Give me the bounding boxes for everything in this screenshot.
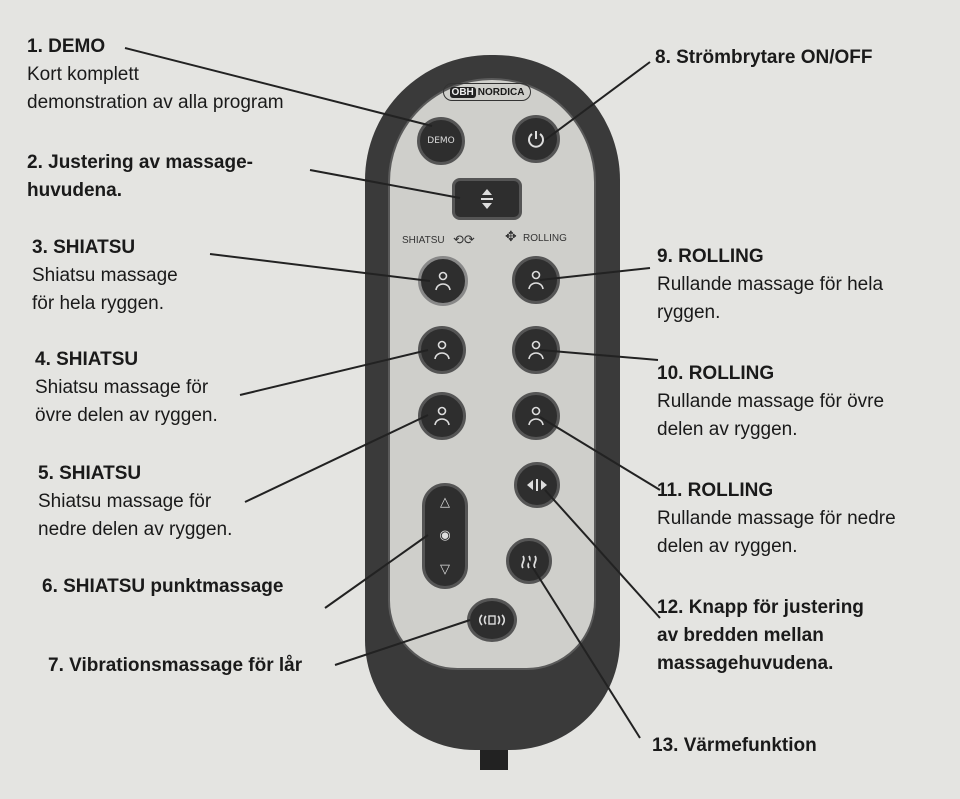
heat-button[interactable] <box>506 538 552 584</box>
rolling-full-back-button[interactable] <box>512 256 560 304</box>
back-figure-icon <box>435 271 451 291</box>
label-line: Rullande massage för nedre <box>657 508 896 529</box>
label-line: nedre delen av ryggen. <box>38 519 233 540</box>
label-8-power: 8. Strömbrytare ON/OFF <box>655 44 873 72</box>
label-5-shiatsu: 5. SHIATSU Shiatsu massage för nedre del… <box>38 460 232 544</box>
rolling-arrows-icon: ✥ <box>505 228 517 244</box>
lower-back-figure-icon <box>528 406 544 426</box>
label-title: 6. SHIATSU punktmassage <box>42 576 284 597</box>
label-10-rolling: 10. ROLLING Rullande massage för övre de… <box>657 360 884 444</box>
power-icon <box>528 131 544 148</box>
power-button[interactable] <box>512 115 560 163</box>
width-adjust-button[interactable] <box>514 462 560 508</box>
adjust-heads-icon <box>481 189 493 209</box>
leader-line-10 <box>539 349 659 361</box>
label-line: delen av ryggen. <box>657 536 798 557</box>
label-title: 10. ROLLING <box>657 363 775 384</box>
upper-back-figure-icon <box>528 340 544 360</box>
label-line: Shiatsu massage för <box>38 491 212 512</box>
label-line: delen av ryggen. <box>657 419 798 440</box>
shiatsu-section-label: SHIATSU <box>402 235 445 246</box>
label-line: Rullande massage för hela <box>657 274 884 295</box>
shiatsu-symbol-icon: ⟲⟳ <box>453 232 475 247</box>
label-title: 3. SHIATSU <box>32 237 136 258</box>
label-title: 7. Vibrationsmassage för lår <box>48 655 303 676</box>
label-1-demo: 1. DEMO Kort komplett demonstration av a… <box>27 33 284 117</box>
label-line: ryggen. <box>657 302 721 323</box>
label-line: huvudena. <box>27 180 123 201</box>
back-figure-icon <box>528 270 544 290</box>
label-7-vibration: 7. Vibrationsmassage för lår <box>48 652 302 680</box>
leader-line-4 <box>239 349 429 396</box>
label-line: Kort komplett <box>27 64 139 85</box>
vibration-icon <box>478 614 506 626</box>
brand-left-text: OBH <box>449 86 476 98</box>
point-massage-control[interactable]: △ ◉ ▽ <box>422 483 468 589</box>
label-line: Rullande massage för övre <box>657 391 885 412</box>
label-4-shiatsu: 4. SHIATSU Shiatsu massage för övre dele… <box>35 346 218 430</box>
center-dot-icon[interactable]: ◉ <box>439 528 451 544</box>
leader-line-1 <box>124 47 433 127</box>
label-line: av bredden mellan <box>657 625 824 646</box>
leader-line-8 <box>544 61 651 141</box>
leader-line-5 <box>244 414 429 503</box>
label-title: 5. SHIATSU <box>38 463 142 484</box>
leader-line-2 <box>309 169 461 199</box>
leader-line-6 <box>324 534 429 609</box>
rolling-upper-back-button[interactable] <box>512 326 560 374</box>
label-title: 12. Knapp för justering <box>657 597 864 618</box>
adjust-heads-button[interactable] <box>452 178 522 220</box>
label-6-point: 6. SHIATSU punktmassage <box>42 573 283 601</box>
label-title: 1. DEMO <box>27 36 106 57</box>
label-title: 13. Värmefunktion <box>652 735 817 756</box>
leader-line-7 <box>334 619 471 666</box>
lower-back-figure-icon <box>434 406 450 426</box>
label-line: övre delen av ryggen. <box>35 405 218 426</box>
remote-cord <box>480 750 508 770</box>
width-arrows-icon <box>527 479 547 491</box>
leader-line-13 <box>527 559 641 739</box>
rolling-section-label: ROLLING <box>523 233 567 244</box>
label-3-shiatsu: 3. SHIATSU Shiatsu massage för hela rygg… <box>32 234 178 318</box>
leader-line-11 <box>539 416 661 491</box>
label-title: 2. Justering av massage- <box>27 152 253 173</box>
label-title: 9. ROLLING <box>657 246 764 267</box>
rolling-lower-back-button[interactable] <box>512 392 560 440</box>
leader-line-9 <box>539 267 651 281</box>
leader-line-3 <box>209 253 431 282</box>
upper-back-figure-icon <box>434 340 450 360</box>
demo-button-label: DEMO <box>427 136 455 146</box>
label-title: 8. Strömbrytare ON/OFF <box>655 47 873 68</box>
label-title: 11. ROLLING <box>657 480 774 501</box>
label-11-rolling: 11. ROLLING Rullande massage för nedre d… <box>657 477 896 561</box>
label-line: demonstration av alla program <box>27 92 284 113</box>
label-line: Shiatsu massage <box>32 265 178 286</box>
leader-line-12 <box>544 489 661 619</box>
label-title: 4. SHIATSU <box>35 349 139 370</box>
label-line: massagehuvudena. <box>657 653 834 674</box>
label-line: Shiatsu massage för <box>35 377 209 398</box>
label-line: för hela ryggen. <box>32 293 165 314</box>
up-arrow-icon[interactable]: △ <box>440 495 450 511</box>
label-9-rolling: 9. ROLLING Rullande massage för hela ryg… <box>657 243 883 327</box>
label-12-width: 12. Knapp för justering av bredden mella… <box>657 594 864 678</box>
label-13-heat: 13. Värmefunktion <box>652 732 817 760</box>
label-2-adjust: 2. Justering av massage- huvudena. <box>27 149 253 205</box>
brand-right-text: NORDICA <box>477 86 525 98</box>
down-arrow-icon[interactable]: ▽ <box>440 561 450 577</box>
